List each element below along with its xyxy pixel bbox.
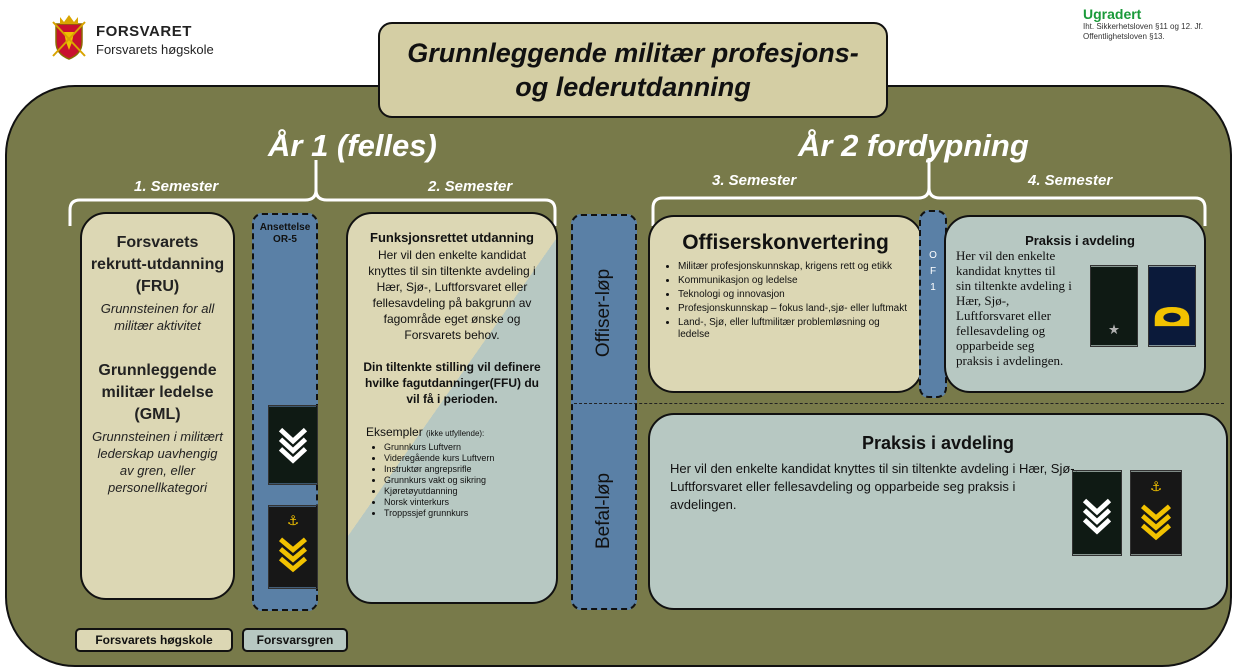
officer-conversion-item: Teknologi og innovasjon [678,289,911,301]
example-item: Kjøretøyutdanning [384,486,546,497]
year-1-title: År 1 (felles) [268,128,437,163]
svg-text:⚓: ⚓ [287,514,299,529]
semester-3-label: 3. Semester [712,172,797,189]
officer-conversion-item: Kommunikasjon og ledelse [678,275,911,287]
functional-education-box: Funksjonsrettet utdanning Her vil den en… [346,212,558,604]
title-line-2: og lederutdanning [515,72,751,102]
svg-text:⚓: ⚓ [1150,480,1162,495]
semester-1-label: 1. Semester [134,178,219,195]
army-officer-rank-icon: ★ [1090,265,1138,347]
of1-letter: 1 [930,282,936,293]
semester-4-label: 4. Semester [1028,172,1113,189]
of1-letter: F [929,266,937,277]
navy-sergeant-rank-icon: ⚓ [268,505,318,589]
praxis-nco-body: Her vil den enkelte kandidat knyttes til… [670,461,1079,512]
classification-note: Iht. Sikkerhetsloven §11 og 12. Jf. Offe… [1083,22,1203,41]
of1-strip [919,210,947,398]
of1-label: O F 1 [919,248,947,296]
functional-body: Her vil den enkelte kandidat knyttes til… [368,248,536,342]
ansettelse-label: Ansettelse OR-5 [252,222,318,246]
praxis-nco-title: Praksis i avdeling [861,433,1015,453]
fru-subtitle: Grunnsteinen for all militær aktivitet [100,301,215,333]
officer-conversion-box: Offiserskonvertering Militær profesjonsk… [648,215,923,393]
officer-track-label: Offiser-løp [593,268,614,358]
examples-note: (ikke utfyllende): [426,429,485,438]
svg-text:★: ★ [1108,323,1120,338]
praxis-officer-body: Her vil den enkelte kandidat knyttes til… [956,248,1072,368]
examples-list: Grunnkurs Luftvern Videregående kurs Luf… [358,442,546,519]
year-2-title: År 2 fordypning [798,128,1029,163]
org-subtitle: Forsvarets høgskole [96,42,214,57]
officer-conversion-item: Land-, Sjø, eller luftmilitær problemløs… [678,317,911,341]
officer-conversion-title: Offiserskonvertering [682,231,889,254]
nco-track-label: Befal-løp [593,472,614,550]
gml-subtitle: Grunnsteinen i militært lederskap uavhen… [92,429,223,495]
navy-officer-rank-icon [1148,265,1196,347]
semester-2-label: 2. Semester [428,178,513,195]
army-sergeant-rank-icon [268,405,318,485]
praxis-nco-box: Praksis i avdeling Her vil den enkelte k… [648,413,1228,610]
example-item: Videregående kurs Luftvern [384,453,546,464]
org-name: FORSVARET [96,23,192,40]
example-item: Grunnkurs Luftvern [384,442,546,453]
praxis-officer-box: Praksis i avdeling Her vil den enkelte k… [944,215,1206,393]
example-item: Grunnkurs vakt og sikring [384,475,546,486]
example-item: Instruktør angrepsrifle [384,464,546,475]
classification-label: Ugradert [1083,6,1142,22]
examples-head-text: Eksempler [366,425,423,439]
ansettelse-line-2: OR-5 [273,234,297,245]
title-line-1: Grunnleggende militær profesjons- [407,38,859,68]
navy-sergeant-rank-icon: ⚓ [1130,470,1182,556]
track-divider [574,403,1224,404]
example-item: Troppssjef grunnkurs [384,508,546,519]
example-item: Norsk vinterkurs [384,497,546,508]
ansettelse-line-1: Ansettelse [259,222,311,233]
gml-heading: Grunnleggende militær ledelse (GML) [98,362,217,423]
track-strip [571,214,637,610]
forsvaret-crest-logo [52,15,86,60]
functional-title: Funksjonsrettet utdanning [370,230,534,245]
praxis-officer-title: Praksis i avdeling [1025,233,1135,248]
of1-letter: O [929,250,937,261]
examples-heading: Eksempler (ikke utfyllende): [358,425,546,439]
functional-bold-note: Din tiltenkte stilling vil definere hvil… [363,360,541,406]
fru-heading: Forsvarets rekrutt-utdanning (FRU) [90,234,225,295]
officer-conversion-item: Profesjonskunnskap – fokus land-,sjø- el… [678,303,911,315]
officer-conversion-list: Militær profesjonskunnskap, krigens rett… [660,261,911,341]
program-title: Grunnleggende militær profesjons- og led… [378,22,888,118]
legend-school: Forsvarets høgskole [75,628,233,652]
fru-gml-box: Forsvarets rekrutt-utdanning (FRU) Grunn… [80,212,235,600]
legend-branch: Forsvarsgren [242,628,348,652]
army-sergeant-rank-icon [1072,470,1122,556]
officer-conversion-item: Militær profesjonskunnskap, krigens rett… [678,261,911,273]
